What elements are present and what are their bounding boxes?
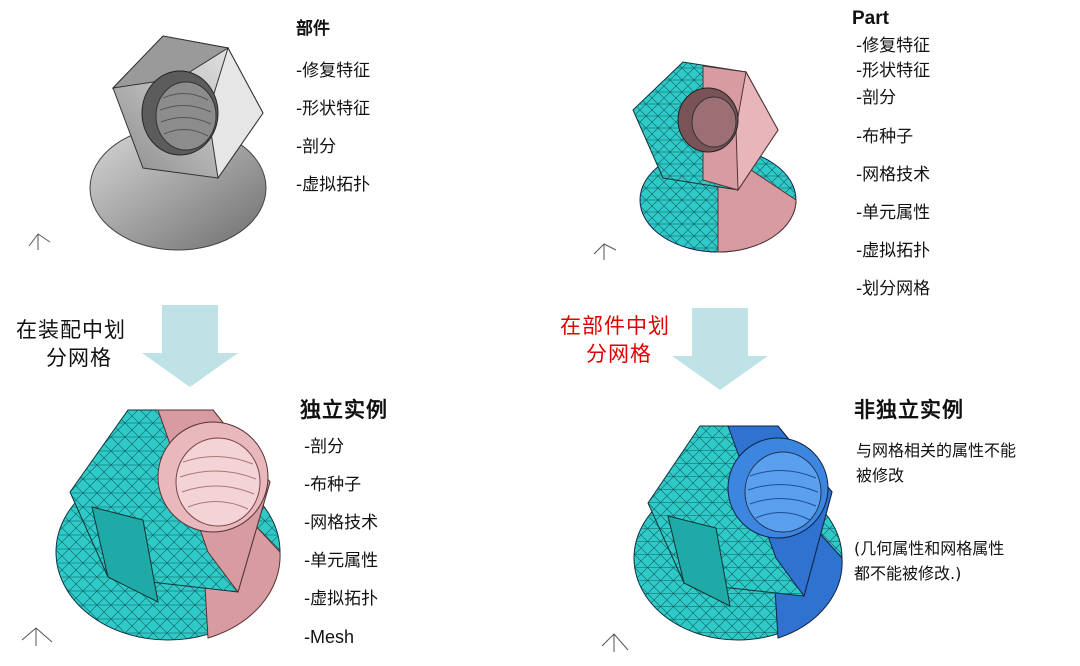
list-item: -剖分	[856, 88, 897, 108]
list-item: -剖分	[296, 137, 337, 157]
nut-geometry-image	[68, 18, 278, 263]
nut-dependent-mesh-image	[628, 418, 848, 648]
note-line: (几何属性和网格属性	[854, 539, 1005, 558]
list-item: -网格技术	[304, 513, 379, 533]
dependent-instance-note: 与网格相关的属性不能 被修改	[856, 438, 1016, 488]
nut-part-mesh-image	[628, 50, 798, 260]
list-item: -虚拟拓扑	[296, 175, 371, 195]
list-item: -修复特征	[296, 61, 371, 81]
label-line: 分网格	[586, 342, 652, 366]
dependent-instance-note-geometry: (几何属性和网格属性 都不能被修改.)	[854, 536, 1004, 586]
down-arrow-icon	[670, 308, 770, 394]
list-item: -布种子	[304, 475, 362, 495]
list-item: -布种子	[856, 127, 914, 147]
part-mesh-label: 在部件中划 分网格	[560, 312, 670, 368]
list-item: -修复特征	[856, 36, 931, 56]
part-operation-list: -修复特征 -形状特征 -剖分 -布种子 -网格技术 -单元属性 -虚拟拓扑 -…	[856, 34, 930, 308]
axis-triad-icon	[590, 238, 620, 266]
list-item: -Mesh	[304, 627, 355, 647]
list-item: -网格技术	[856, 165, 931, 185]
note-line: 被修改	[856, 466, 905, 485]
assembly-mesh-label: 在装配中划 分网格	[16, 316, 126, 372]
dependent-instance-title: 非独立实例	[854, 398, 964, 422]
axis-triad-icon	[598, 628, 634, 660]
note-line: 与网格相关的属性不能	[856, 441, 1017, 460]
independent-instance-list: -剖分 -布种子 -网格技术 -单元属性 -虚拟拓扑 -Mesh	[304, 428, 378, 656]
list-item: -剖分	[304, 437, 345, 457]
note-line: 都不能被修改.)	[854, 564, 962, 583]
part-title-en: Part	[852, 8, 889, 29]
list-item: -虚拟拓扑	[856, 241, 931, 261]
axis-triad-icon	[24, 228, 54, 256]
axis-triad-icon	[18, 620, 58, 652]
part-title: 部件	[296, 19, 330, 39]
label-line: 在部件中划	[560, 314, 670, 338]
down-arrow-icon	[140, 305, 240, 391]
list-item: -划分网格	[856, 279, 931, 299]
independent-instance-title: 独立实例	[300, 398, 388, 422]
list-item: -虚拟拓扑	[304, 589, 379, 609]
list-item: -单元属性	[856, 203, 931, 223]
label-line: 在装配中划	[16, 318, 126, 342]
part-feature-list: -修复特征 -形状特征 -剖分 -虚拟拓扑	[296, 52, 370, 204]
list-item: -形状特征	[296, 99, 371, 119]
nut-independent-mesh-image	[48, 402, 288, 647]
list-item: -单元属性	[304, 551, 379, 571]
label-line: 分网格	[46, 346, 112, 370]
list-item: -形状特征	[856, 61, 931, 81]
